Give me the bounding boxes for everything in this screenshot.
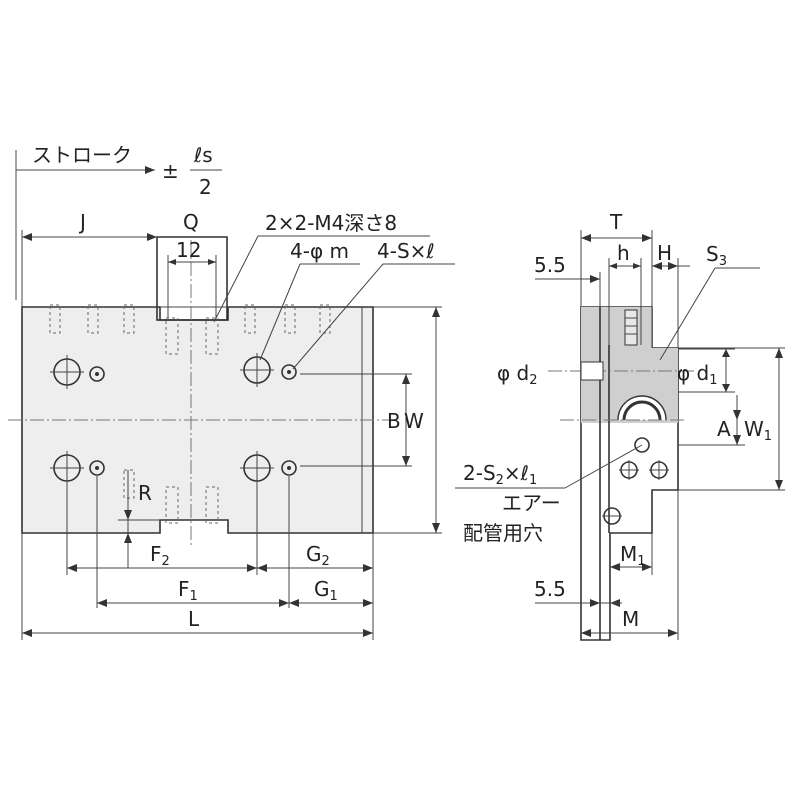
twelve-label: 12 xyxy=(176,238,201,262)
five-five-bottom-label: 5.5 xyxy=(534,577,566,601)
labels: ストローク ± ℓs 2 J Q 12 2×2-M4深さ8 4-φ m 4-S×… xyxy=(32,143,772,631)
phi-d2-label: φ d2 xyxy=(497,361,538,388)
air-label-line1: エアー xyxy=(502,491,561,515)
side-view xyxy=(455,230,785,641)
h-small-label: h xyxy=(617,241,630,265)
m-label: M xyxy=(622,607,639,631)
bottom-threaded-holes xyxy=(123,469,219,524)
g2-label: G2 xyxy=(306,542,330,569)
f1-label: F1 xyxy=(178,577,198,604)
a-label: A xyxy=(717,417,731,441)
h-label: H xyxy=(657,241,672,265)
s3-label: S3 xyxy=(706,242,727,269)
s2-l1-label: 2-S2×ℓ1 xyxy=(463,461,537,488)
t-label: T xyxy=(609,210,623,234)
r-label: R xyxy=(138,481,152,505)
b-label: B xyxy=(387,409,401,433)
w-label: W xyxy=(404,409,424,433)
phi-m-label: 4-φ m xyxy=(290,239,349,263)
f2-label: F2 xyxy=(150,542,170,569)
two-label: 2 xyxy=(199,175,212,199)
m4-note-label: 2×2-M4深さ8 xyxy=(265,211,397,235)
m1-label: M1 xyxy=(620,542,646,569)
five-five-top-label: 5.5 xyxy=(534,253,566,277)
pm-label: ± xyxy=(162,159,179,183)
s-l-label: 4-S×ℓ xyxy=(377,239,435,263)
ls-label: ℓs xyxy=(193,143,213,167)
stroke-label: ストローク xyxy=(32,143,132,167)
q-label: Q xyxy=(183,210,199,234)
phi-d1-label: φ d1 xyxy=(677,361,718,388)
l-label: L xyxy=(188,607,200,631)
top-threaded-holes xyxy=(49,304,331,355)
air-label-line2: 配管用穴 xyxy=(463,521,543,545)
w1-label: W1 xyxy=(744,417,772,444)
mounting-holes-small xyxy=(89,364,297,476)
g1-label: G1 xyxy=(314,577,338,604)
front-view xyxy=(8,150,455,640)
j-label: J xyxy=(78,210,86,234)
mounting-holes-large xyxy=(50,353,274,485)
